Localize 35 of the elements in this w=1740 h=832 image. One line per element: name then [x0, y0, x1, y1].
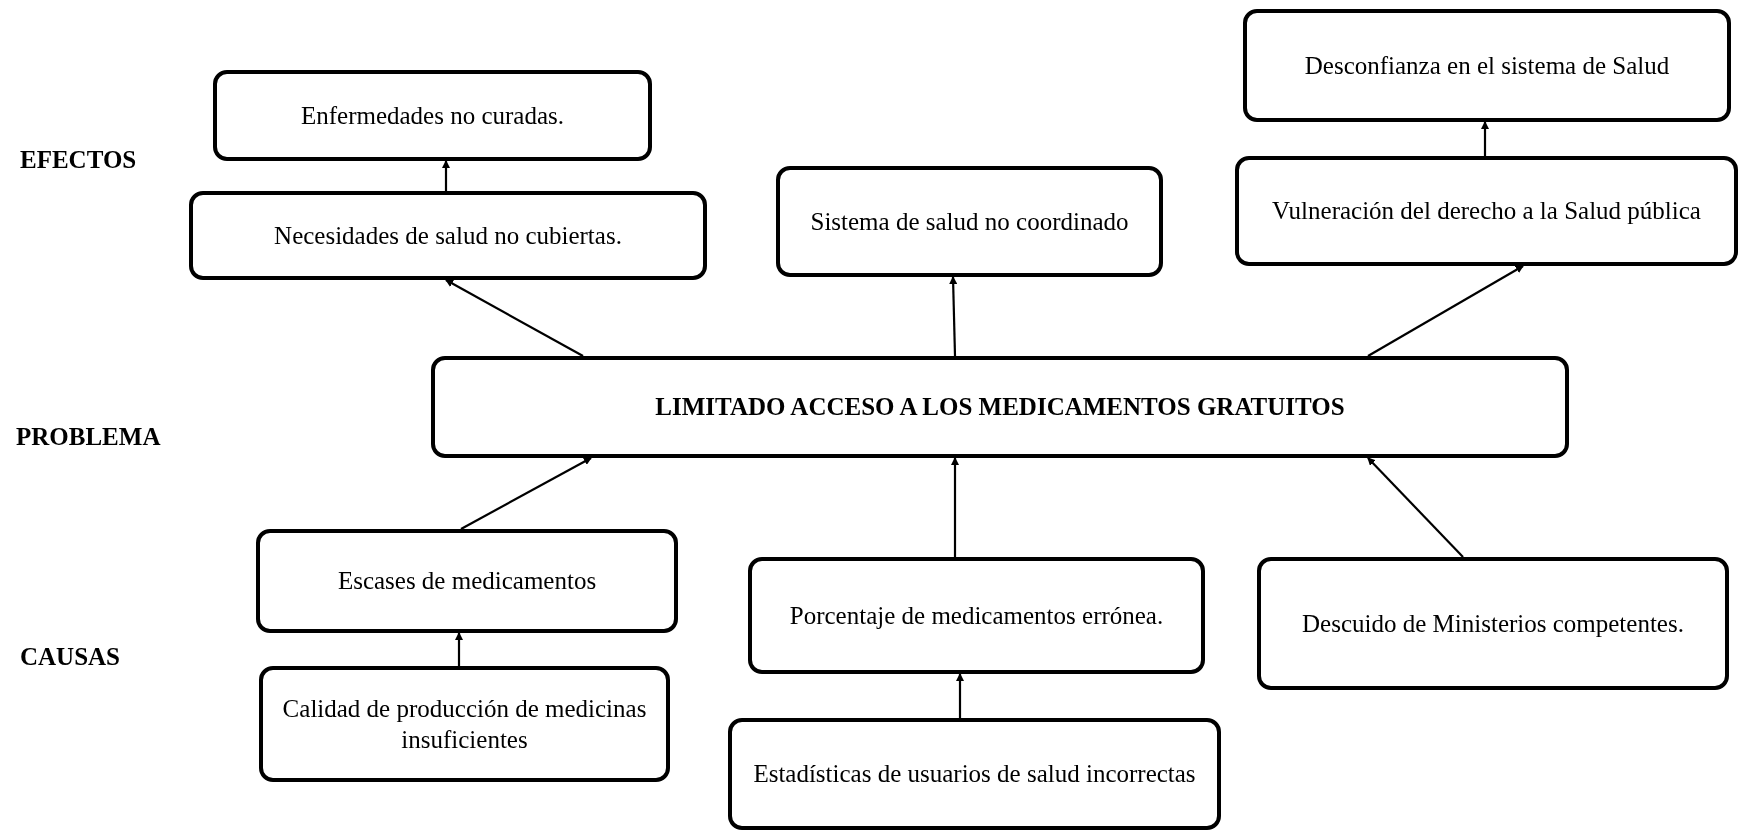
process-box: [259, 666, 670, 782]
arrow: [445, 279, 584, 357]
process-box: [1235, 156, 1738, 266]
row-label: EFECTOS: [20, 146, 137, 174]
row-label: PROBLEMA: [16, 423, 161, 451]
process-box: [1243, 9, 1731, 122]
process-box: [189, 191, 707, 280]
process-box: [256, 529, 678, 633]
arrow: [442, 160, 450, 191]
arrow: [951, 457, 959, 557]
arrow: [949, 276, 958, 357]
node-text: Calidad de producción de medicinas insuficientes: [281, 693, 648, 755]
process-box: [748, 557, 1205, 674]
node-text: LIMITADO ACCESO A LOS MEDICAMENTOS GRATUITOS: [655, 392, 1345, 423]
node-text: Descuido de Ministerios competentes.: [1302, 608, 1684, 639]
node-text: Enfermedades no curadas.: [300, 100, 565, 131]
arrow: [460, 457, 592, 530]
arrow: [1367, 457, 1464, 558]
node-text: Estadísticas de usuarios de salud incorrectas: [753, 759, 1196, 790]
node-text: Necesidades de salud no cubiertas.: [274, 220, 622, 251]
arrow: [1367, 265, 1524, 357]
arrow: [1481, 121, 1489, 156]
node-text: Desconfianza en el sistema de Salud: [1304, 50, 1670, 81]
row-label: CAUSAS: [20, 643, 121, 671]
arrow: [956, 673, 964, 718]
arrow: [455, 632, 463, 666]
node-text: Porcentaje de medicamentos errónea.: [789, 600, 1164, 631]
process-box: [1257, 557, 1729, 690]
process-box: [213, 70, 652, 161]
process-box: [776, 166, 1163, 277]
process-box: [728, 718, 1221, 830]
problem-box: [431, 356, 1569, 458]
node-text: Vulneración del derecho a la Salud pública: [1272, 196, 1701, 227]
node-text: Escases de medicamentos: [337, 566, 597, 597]
node-text: Sistema de salud no coordinado: [810, 206, 1129, 237]
